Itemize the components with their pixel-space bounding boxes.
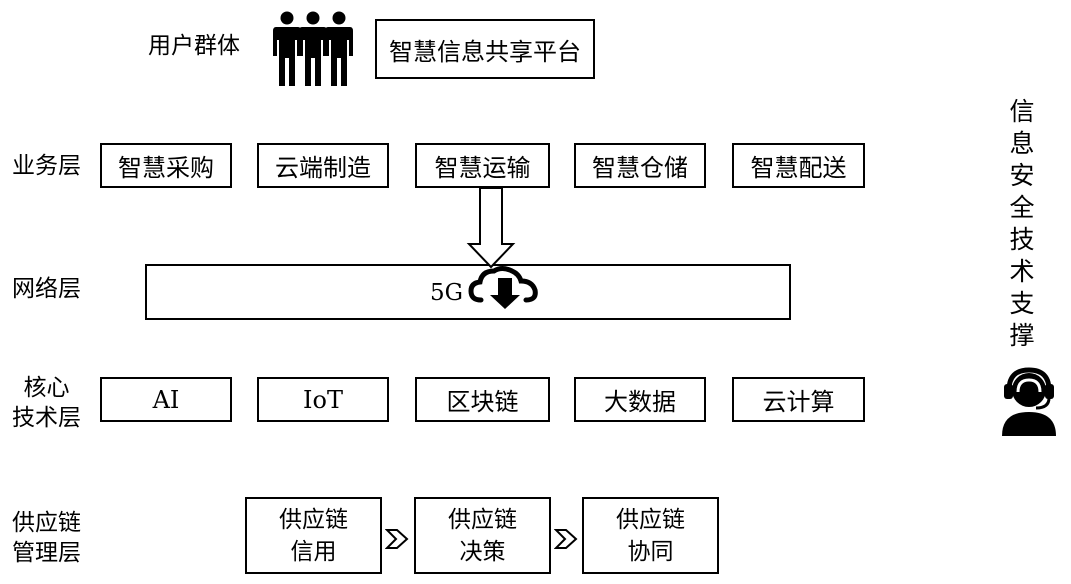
security-char: 技 bbox=[1009, 225, 1035, 254]
scm-item-collaboration: 供应链 协同 bbox=[582, 497, 719, 574]
security-char: 术 bbox=[1009, 257, 1035, 286]
scm-item-credit: 供应链 信用 bbox=[245, 497, 382, 574]
scm-layer-label: 供应链 管理层 bbox=[12, 508, 81, 568]
business-item-label: 智慧运输 bbox=[434, 154, 531, 182]
business-item-procurement: 智慧采购 bbox=[100, 143, 232, 188]
security-char: 信 bbox=[1009, 97, 1035, 126]
security-char: 全 bbox=[1009, 193, 1035, 222]
security-char: 安 bbox=[1009, 161, 1035, 190]
scm-item-line2: 协同 bbox=[627, 538, 674, 565]
business-item-warehousing: 智慧仓储 bbox=[574, 143, 706, 188]
network-box bbox=[145, 264, 791, 320]
business-item-label: 云端制造 bbox=[275, 154, 371, 182]
security-support-label: 信 息 安 全 技 术 支 撑 bbox=[1005, 96, 1039, 352]
down-arrow-icon bbox=[466, 187, 516, 269]
cloud-download-icon bbox=[468, 266, 538, 309]
chevron-right-icon bbox=[554, 529, 578, 549]
scm-label-line2: 管理层 bbox=[12, 540, 81, 566]
user-group-label: 用户群体 bbox=[148, 33, 240, 59]
platform-label: 智慧信息共享平台 bbox=[389, 37, 581, 66]
tech-item-ai: AI bbox=[100, 377, 232, 422]
scm-item-line2: 决策 bbox=[459, 538, 506, 565]
core-tech-layer-label: 核心 技术层 bbox=[12, 373, 81, 433]
tech-item-label: 大数据 bbox=[604, 388, 676, 416]
security-char: 撑 bbox=[1009, 321, 1035, 350]
tech-item-label: 云计算 bbox=[762, 388, 835, 416]
tech-item-blockchain: 区块链 bbox=[415, 377, 550, 422]
headset-support-icon bbox=[1002, 367, 1056, 436]
scm-item-line1: 供应链 bbox=[279, 506, 348, 533]
business-item-label: 智慧配送 bbox=[750, 154, 847, 182]
business-item-label: 智慧采购 bbox=[118, 154, 214, 182]
network-5g-label: 5G bbox=[430, 280, 464, 306]
business-item-transport: 智慧运输 bbox=[415, 143, 550, 188]
tech-item-label: IoT bbox=[303, 385, 343, 414]
tech-item-iot: IoT bbox=[257, 377, 389, 422]
tech-item-cloud-computing: 云计算 bbox=[732, 377, 865, 422]
scm-item-line2: 信用 bbox=[290, 538, 337, 565]
core-tech-label-line2: 技术层 bbox=[12, 405, 81, 431]
scm-label-line1: 供应链 bbox=[12, 510, 81, 536]
tech-item-big-data: 大数据 bbox=[574, 377, 706, 422]
scm-item-line1: 供应链 bbox=[448, 506, 517, 533]
network-layer-label: 网络层 bbox=[12, 276, 81, 302]
business-layer-label: 业务层 bbox=[12, 153, 81, 179]
business-item-delivery: 智慧配送 bbox=[732, 143, 865, 188]
core-tech-label-line1: 核心 bbox=[23, 375, 70, 401]
tech-item-label: 区块链 bbox=[446, 388, 519, 416]
business-item-cloud-manufacturing: 云端制造 bbox=[257, 143, 389, 188]
scm-item-decision: 供应链 决策 bbox=[414, 497, 551, 574]
business-item-label: 智慧仓储 bbox=[592, 154, 688, 182]
security-char: 支 bbox=[1009, 289, 1035, 318]
security-char: 息 bbox=[1009, 129, 1035, 158]
people-group-icon bbox=[273, 11, 353, 86]
scm-item-line1: 供应链 bbox=[616, 506, 685, 533]
platform-box: 智慧信息共享平台 bbox=[375, 19, 595, 79]
chevron-right-icon bbox=[385, 529, 409, 549]
tech-item-label: AI bbox=[152, 385, 180, 414]
